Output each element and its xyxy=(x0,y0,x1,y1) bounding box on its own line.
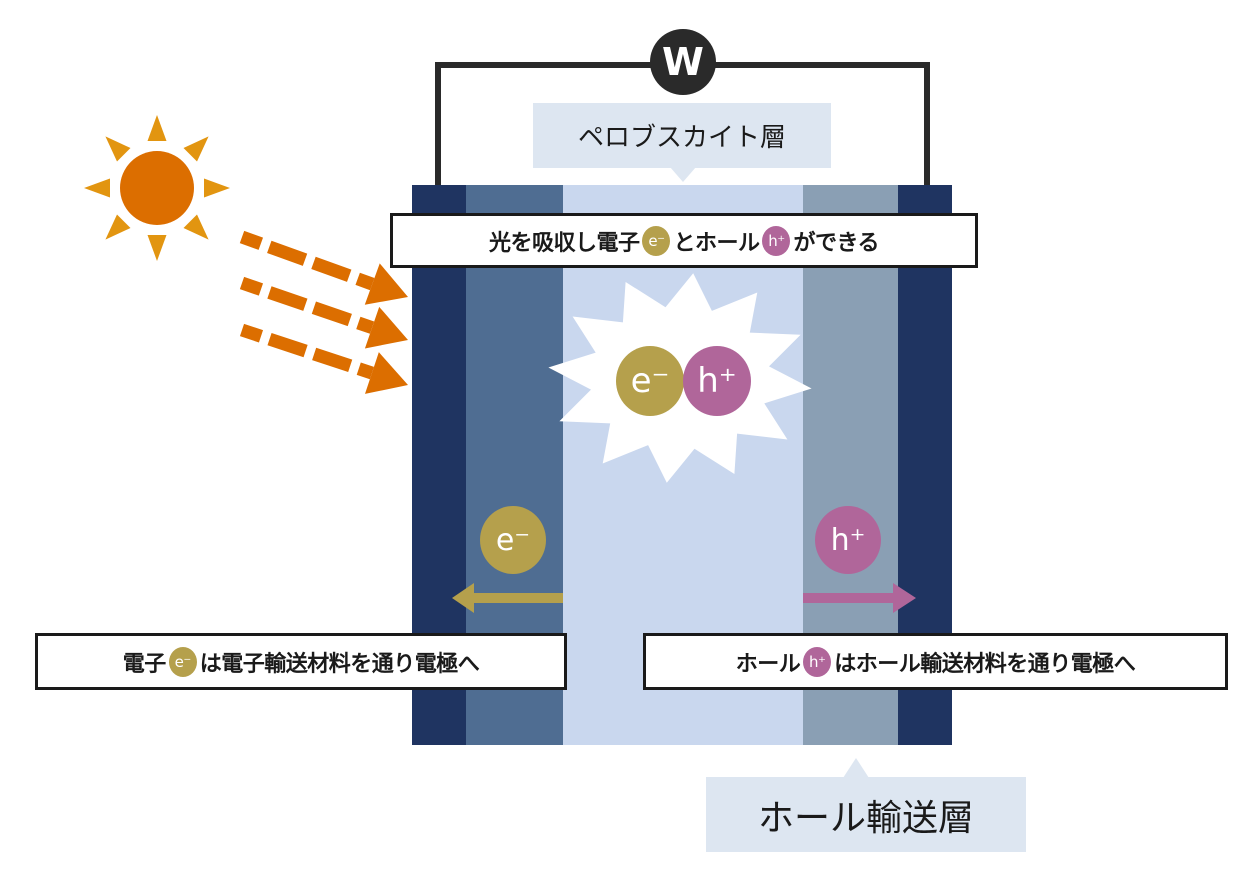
meter-circle xyxy=(650,29,716,95)
sun-ray xyxy=(183,136,209,162)
hole-transport-layer-label: ホール輸送層 xyxy=(706,777,1026,852)
light-ray-arrowhead xyxy=(364,306,408,349)
electron-arrow xyxy=(452,583,563,613)
hole-moving: h⁺ xyxy=(815,506,881,574)
caption-text: ができる xyxy=(793,230,880,256)
sun-ray xyxy=(204,178,230,198)
light-ray-line xyxy=(239,276,375,334)
hole-particle: h⁺ xyxy=(683,346,751,416)
perovskite-layer-label: ペロブスカイト層 xyxy=(533,103,831,168)
electron-badge: e⁻ xyxy=(168,646,197,677)
caption-light-absorption: 光を吸収し電子 e⁻ とホール h⁺ ができる xyxy=(390,213,978,268)
sun-icon xyxy=(84,115,230,261)
sun-ray xyxy=(147,115,167,141)
electron-particle: e⁻ xyxy=(616,346,684,416)
caption-text: はホール輸送材料を通り電極へ xyxy=(834,651,1136,677)
light-ray-arrowhead xyxy=(365,352,408,394)
caption-text: 光を吸収し電子 xyxy=(488,230,640,256)
caption-hole-path: ホール h⁺ はホール輸送材料を通り電極へ xyxy=(643,633,1228,690)
caption-text: 電子 xyxy=(122,651,167,677)
caption-text: は電子輸送材料を通り電極へ xyxy=(199,651,480,677)
hole-arrow xyxy=(803,583,916,613)
caption-text: とホール xyxy=(673,230,760,256)
hole-bubble-tail xyxy=(843,758,869,778)
hole-badge: h⁺ xyxy=(762,225,791,256)
perovskite-bubble-tail xyxy=(670,167,696,182)
caption-electron-path: 電子 e⁻ は電子輸送材料を通り電極へ xyxy=(35,633,567,690)
light-ray-arrowhead xyxy=(364,263,408,305)
sun-ray xyxy=(105,136,131,162)
light-arrows xyxy=(239,230,408,394)
hole-badge: h⁺ xyxy=(803,646,832,677)
sun-ray xyxy=(183,214,209,240)
electron-moving: e⁻ xyxy=(480,506,546,574)
light-ray-line xyxy=(239,323,374,380)
sun-ray xyxy=(147,235,167,261)
sun-ray xyxy=(105,214,131,240)
electron-badge: e⁻ xyxy=(642,225,671,256)
caption-text: ホール xyxy=(735,651,801,677)
wattmeter-label: W xyxy=(662,40,704,84)
sun-ray xyxy=(84,178,110,198)
light-ray-line xyxy=(239,230,375,291)
